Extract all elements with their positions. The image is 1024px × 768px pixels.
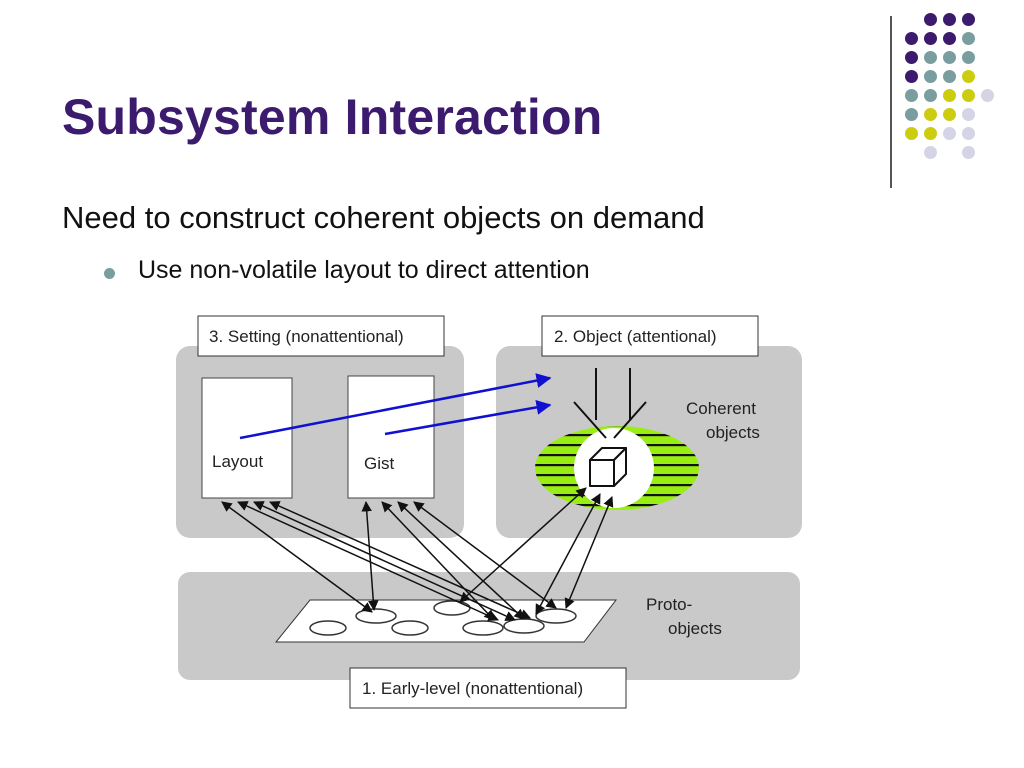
coherent-label-1: Coherent xyxy=(686,399,756,418)
bullet-sub: Use non-volatile layout to direct attent… xyxy=(138,256,590,284)
coherent-label-2: objects xyxy=(706,423,760,442)
decorative-dot xyxy=(924,127,937,140)
layout-to-object-arrow xyxy=(239,373,552,440)
decorative-dot xyxy=(905,108,918,121)
decorative-dot xyxy=(905,70,918,83)
decorative-dot-grid xyxy=(905,13,1015,163)
bullet-main: Need to construct coherent objects on de… xyxy=(62,200,705,235)
decorative-dot xyxy=(943,108,956,121)
decorative-dot xyxy=(981,89,994,102)
decorative-dot xyxy=(962,51,975,64)
bullet-dot-icon xyxy=(104,268,115,279)
proto-label-2: objects xyxy=(668,619,722,638)
proto-object xyxy=(355,608,397,624)
decorative-dot xyxy=(924,70,937,83)
decorative-dot xyxy=(962,146,975,159)
proto-object xyxy=(309,620,347,636)
decorative-dot xyxy=(962,32,975,45)
proto-object xyxy=(462,620,504,636)
decorative-dot xyxy=(943,89,956,102)
decorative-dot xyxy=(962,89,975,102)
setting-label-box xyxy=(197,315,445,357)
cube-icon xyxy=(589,447,627,487)
decorative-dot xyxy=(924,146,937,159)
layout-label: Layout xyxy=(212,452,263,471)
proto-object xyxy=(503,618,545,634)
object-label: 2. Object (attentional) xyxy=(554,327,717,346)
gist-box xyxy=(347,375,435,499)
decorative-dot xyxy=(924,51,937,64)
decorative-dot xyxy=(905,89,918,102)
decorative-dot xyxy=(905,32,918,45)
decorative-dot xyxy=(962,127,975,140)
layout-box xyxy=(201,377,293,499)
gist-label: Gist xyxy=(364,454,395,473)
setting-label: 3. Setting (nonattentional) xyxy=(209,327,404,346)
proto-object xyxy=(433,600,471,616)
decorative-dot xyxy=(943,32,956,45)
header-divider xyxy=(890,16,892,188)
early-label: 1. Early-level (nonattentional) xyxy=(362,679,583,698)
decorative-dot xyxy=(943,51,956,64)
attention-funnel-arrows xyxy=(573,368,647,439)
decorative-dot xyxy=(905,127,918,140)
gist-to-object-arrow xyxy=(384,399,552,436)
decorative-dot xyxy=(943,127,956,140)
object-label-box xyxy=(541,315,759,357)
decorative-dot xyxy=(962,13,975,26)
proto-object xyxy=(391,620,429,636)
decorative-dot xyxy=(943,70,956,83)
decorative-dot xyxy=(924,13,937,26)
early-label-box xyxy=(349,667,627,709)
decorative-dot xyxy=(943,13,956,26)
decorative-dot xyxy=(962,108,975,121)
slide-title: Subsystem Interaction xyxy=(62,89,603,145)
decorative-dot xyxy=(924,108,937,121)
decorative-dot xyxy=(924,32,937,45)
decorative-dot xyxy=(962,70,975,83)
decorative-dot xyxy=(905,51,918,64)
proto-label-1: Proto- xyxy=(646,595,692,614)
proto-object xyxy=(535,608,577,624)
decorative-dot xyxy=(924,89,937,102)
proto-connection-arrows xyxy=(221,487,614,621)
